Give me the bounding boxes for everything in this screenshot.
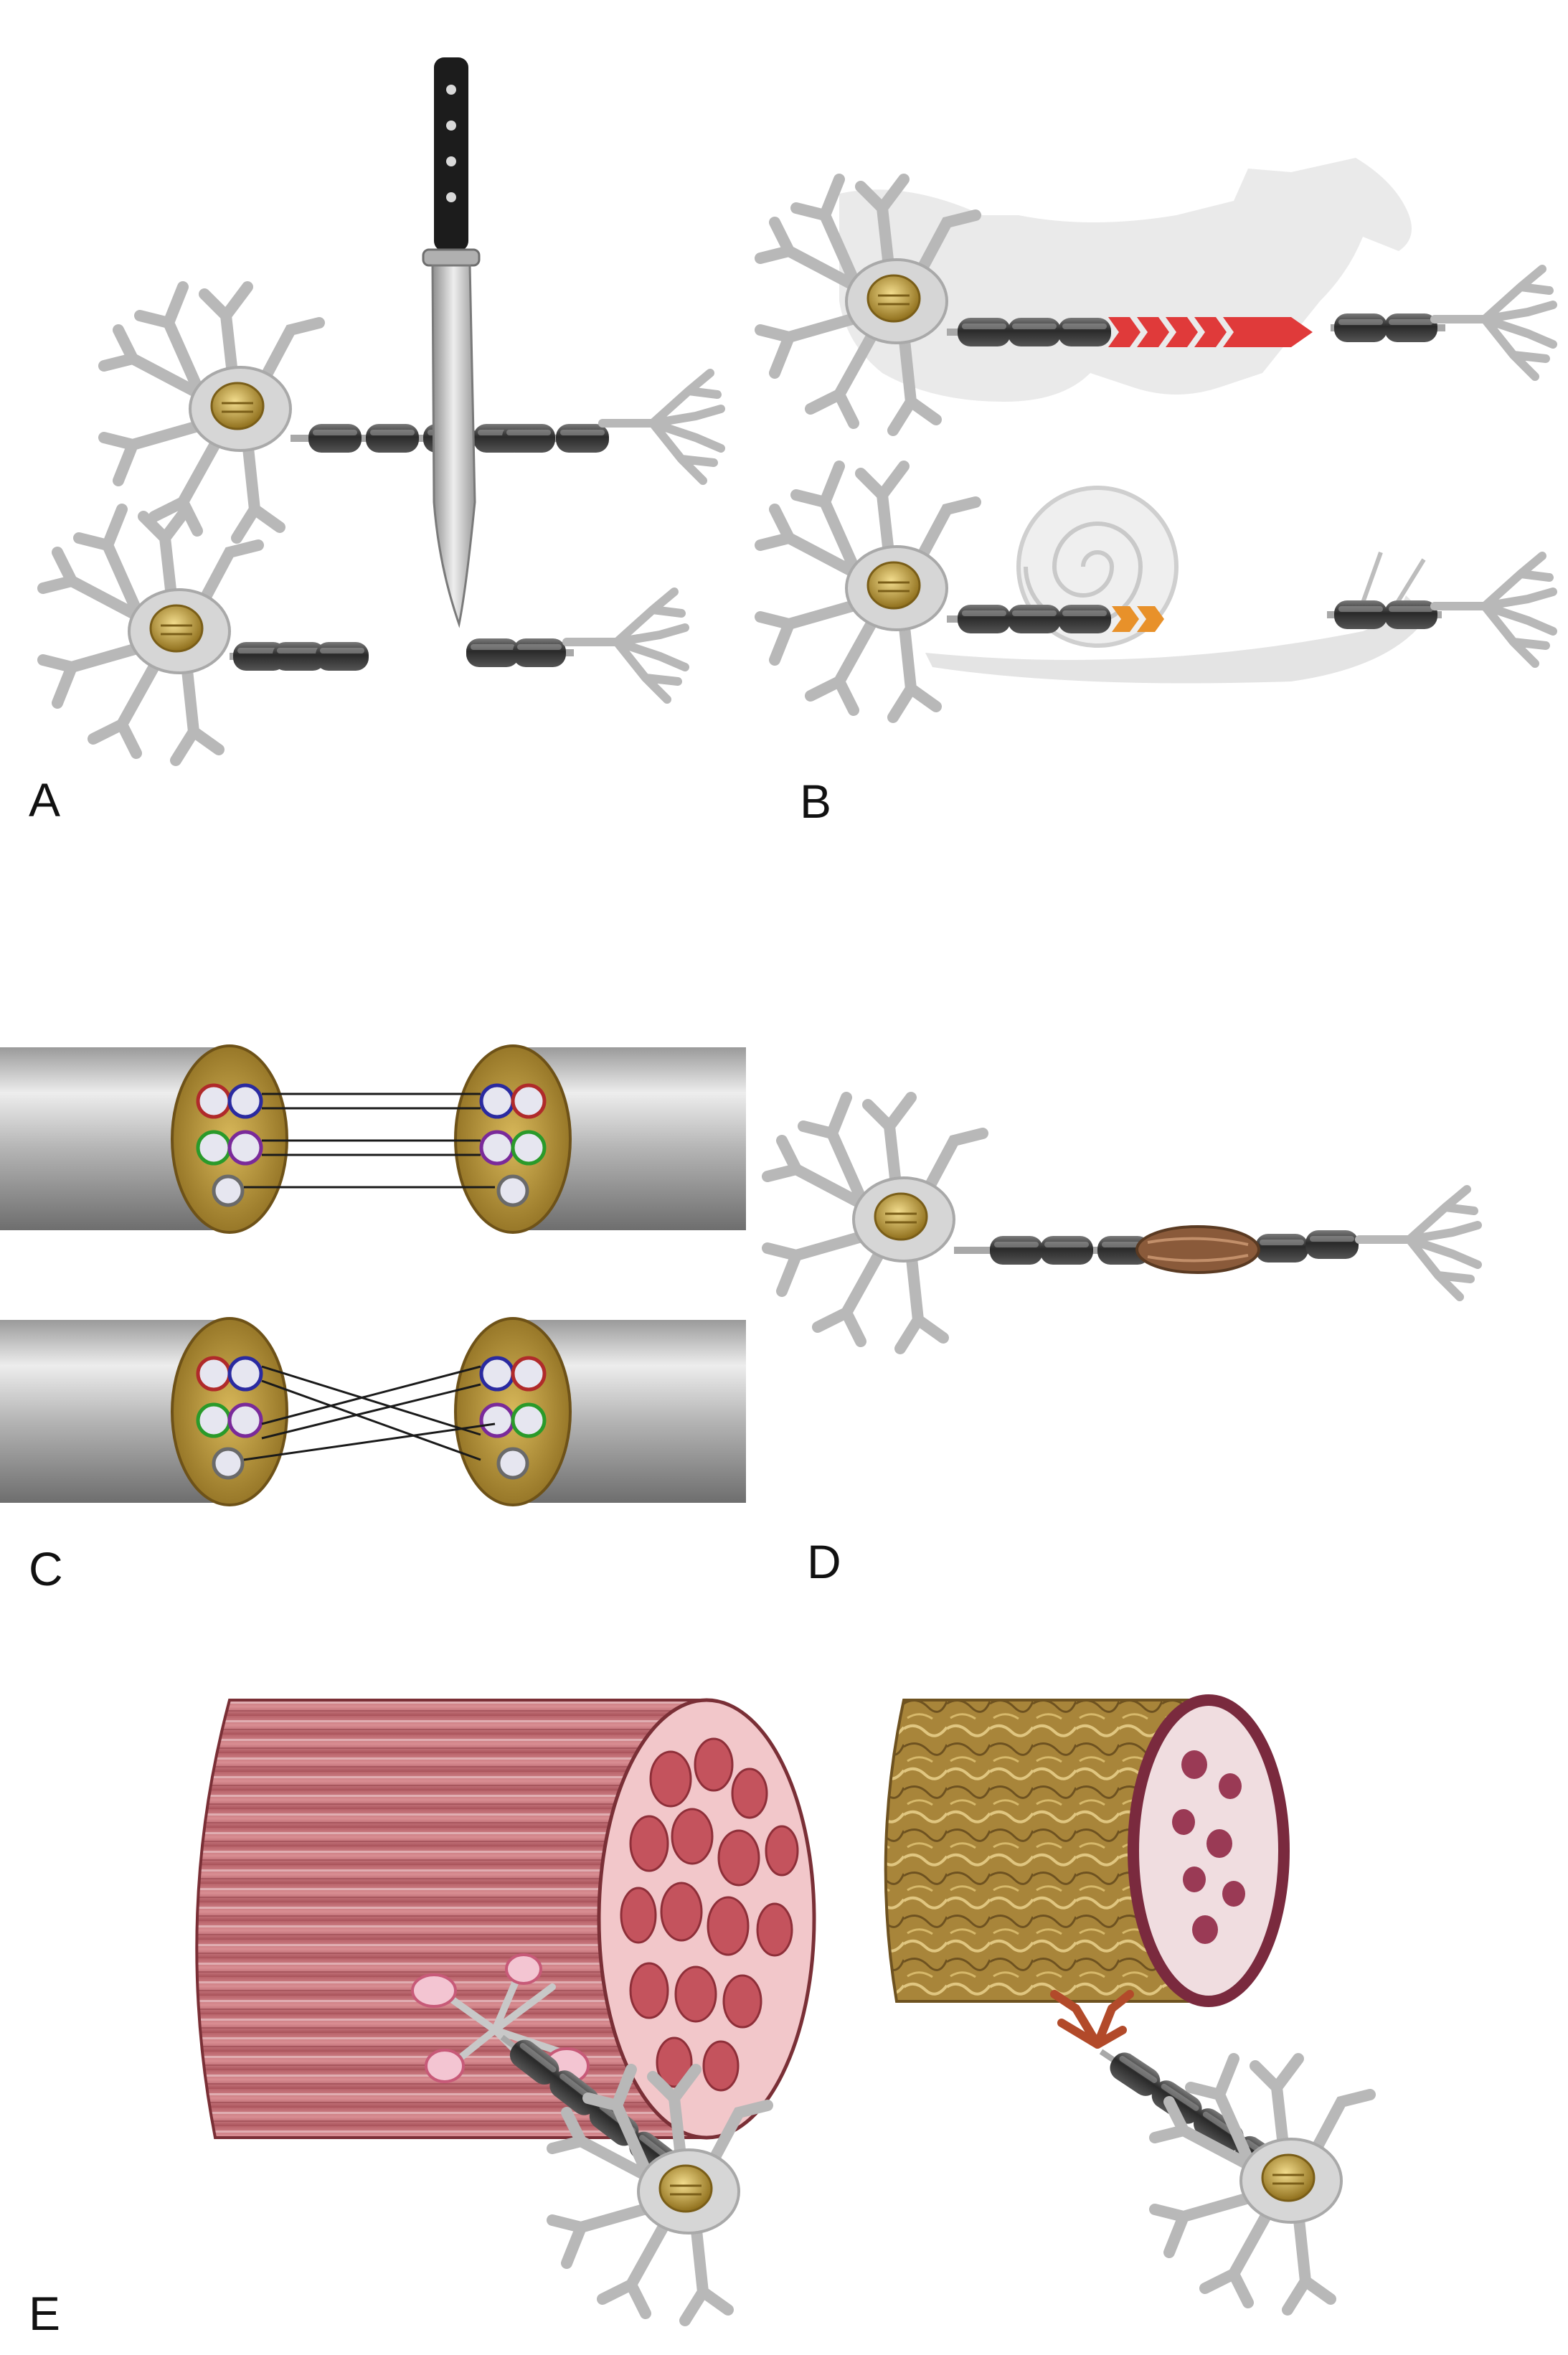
- slow-arrow: [1112, 606, 1164, 632]
- axon-terminal: [1435, 556, 1553, 664]
- nerve-stump-proximal: [171, 1317, 288, 1506]
- knife-icon: [422, 57, 481, 628]
- panel-d: [768, 1098, 1478, 1349]
- fast-arrow: [1108, 317, 1313, 347]
- panel-label-c: C: [29, 1542, 63, 1595]
- panel-label-d: D: [807, 1535, 841, 1588]
- axon-terminal: [603, 373, 721, 481]
- coaptation-misaligned: [0, 1317, 746, 1506]
- motor-neuron: [500, 2034, 768, 2321]
- axon-terminal: [567, 592, 685, 699]
- nerve-stump-distal: [454, 1317, 572, 1506]
- fascicle-connections-crossed: [243, 1365, 496, 1461]
- cell-body: [760, 466, 976, 717]
- coaptation-aligned: [0, 1044, 746, 1234]
- neuron-transected: [43, 509, 685, 760]
- panel-label-e: E: [29, 2287, 60, 2340]
- nerve-stump-proximal: [171, 1044, 288, 1234]
- nerve-terminal-branching: [1050, 1990, 1134, 2049]
- neuroma-graft: [1135, 1225, 1260, 1274]
- fast-regeneration: [760, 158, 1553, 430]
- neuron-intact: [104, 287, 721, 538]
- cell-body: [104, 287, 319, 538]
- nerve-stump-distal: [454, 1044, 572, 1234]
- panel-label-a: A: [29, 773, 60, 826]
- panel-c: [0, 1044, 746, 1506]
- snail-icon: [925, 486, 1427, 684]
- axon-terminal: [1359, 1189, 1478, 1297]
- panel-a: [43, 57, 721, 760]
- panel-e: [195, 1694, 1370, 2321]
- muscle-target: [195, 1698, 816, 2321]
- cell-body: [43, 509, 258, 760]
- panel-b: [760, 158, 1553, 717]
- axon-terminal: [1435, 269, 1553, 377]
- sensory-target: [884, 1694, 1370, 2310]
- slow-regeneration: [760, 466, 1553, 717]
- sensory-neuron: [1050, 1990, 1370, 2310]
- fascicle-connections: [244, 1092, 495, 1189]
- motor-endplate: [411, 1953, 590, 2085]
- cell-body: [768, 1098, 983, 1349]
- panel-label-b: B: [800, 775, 831, 828]
